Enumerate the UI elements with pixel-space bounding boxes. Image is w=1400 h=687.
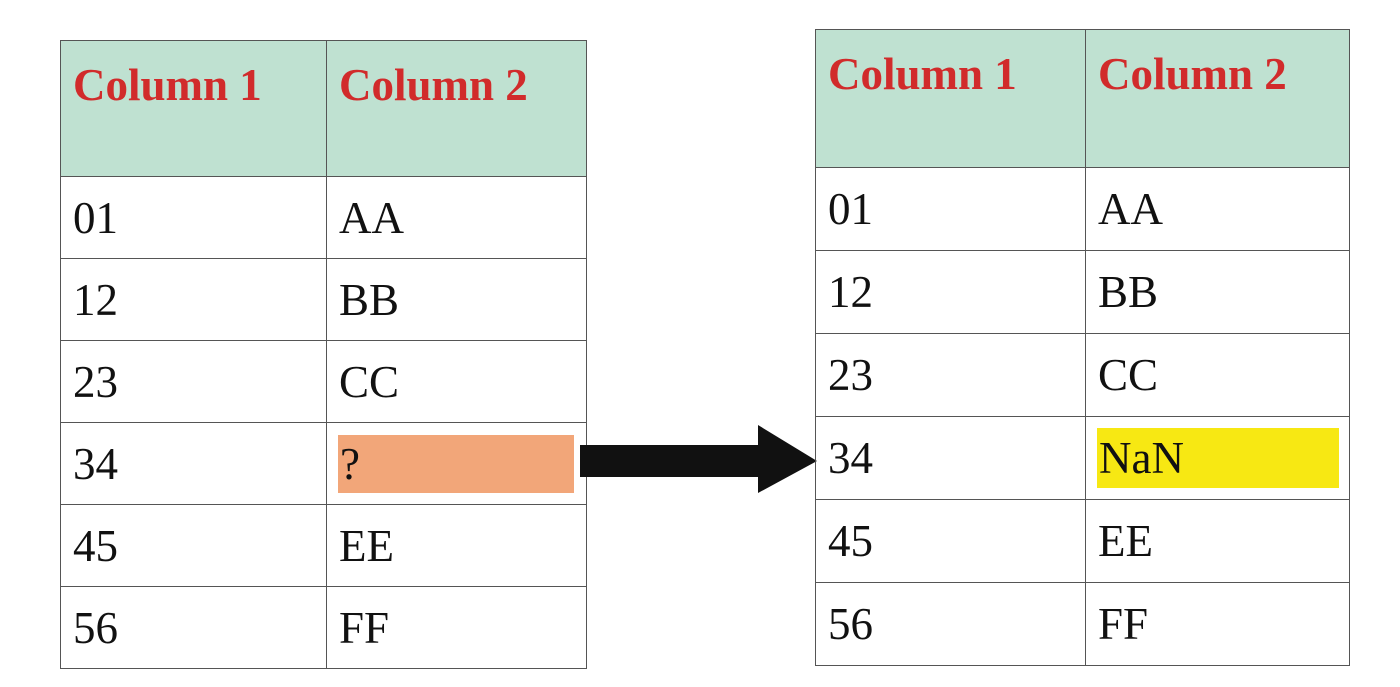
table-row: 45 EE [815,499,1350,583]
table-row: 56 FF [815,582,1350,666]
table-cell: EE [326,504,587,587]
cell-value: 45 [828,516,873,566]
table-cell: 01 [60,176,327,259]
table-cell: 34 [815,416,1086,500]
table-row: 45 EE [60,504,587,587]
table-row-missing: 34 ? [60,422,587,505]
table-cell: BB [1085,250,1350,334]
table-row: 01 AA [815,167,1350,251]
table-cell: AA [326,176,587,259]
table-cell: 56 [60,586,327,669]
cell-value: 34 [73,438,118,489]
table-cell: 01 [815,167,1086,251]
column-header: Column 2 [1085,29,1350,168]
table-cell: FF [1085,582,1350,666]
cell-value: AA [339,192,404,243]
table-row: 56 FF [60,586,587,669]
table-cell: 12 [60,258,327,341]
cell-value: FF [1098,599,1149,649]
table-cell: BB [326,258,587,341]
cell-value: 01 [828,184,873,234]
column-header: Column 2 [326,40,587,177]
column-header: Column 1 [815,29,1086,168]
cell-value: FF [339,602,390,653]
table-cell: FF [326,586,587,669]
result-table: Column 1 Column 2 01 AA 12 BB 23 CC 34 N… [815,29,1350,666]
cell-value: EE [1098,516,1153,566]
table-row: 23 CC [60,340,587,423]
cell-value: BB [339,274,400,325]
cell-value: 12 [828,267,873,317]
cell-value: 45 [73,520,118,571]
cell-value: 34 [828,433,873,483]
source-table: Column 1 Column 2 01 AA 12 BB 23 CC 34 ?… [60,40,587,669]
cell-value: 56 [73,602,118,653]
cell-value: 23 [73,356,118,407]
table-cell: EE [1085,499,1350,583]
nan-value-text: NaN [1099,433,1184,483]
cell-value: EE [339,520,394,571]
table-cell: CC [326,340,587,423]
table-cell: 34 [60,422,327,505]
column-header-label: Column 1 [73,60,262,110]
table-cell: AA [1085,167,1350,251]
arrow-shape [580,425,817,493]
column-header-label: Column 2 [1098,49,1287,99]
table-cell: 56 [815,582,1086,666]
missing-value-highlight: ? [338,434,574,493]
table-cell: 12 [815,250,1086,334]
table-row: 23 CC [815,333,1350,417]
cell-value: AA [1098,184,1163,234]
cell-value: BB [1098,267,1159,317]
table-row: 12 BB [815,250,1350,334]
table-cell: 23 [60,340,327,423]
cell-value: 01 [73,192,118,243]
header-row: Column 1 Column 2 [815,29,1350,168]
table-cell: 23 [815,333,1086,417]
nan-value-cell: NaN [1085,416,1350,500]
cell-value: CC [339,356,400,407]
missing-value-text: ? [340,438,360,489]
cell-value: 23 [828,350,873,400]
cell-value: 56 [828,599,873,649]
table-row: 01 AA [60,176,587,259]
table-cell: 45 [60,504,327,587]
column-header: Column 1 [60,40,327,177]
header-row: Column 1 Column 2 [60,40,587,177]
cell-value: CC [1098,350,1159,400]
missing-value-cell: ? [326,422,587,505]
table-row: 12 BB [60,258,587,341]
table-row-filled: 34 NaN [815,416,1350,500]
right-arrow-icon [580,425,817,493]
table-cell: 45 [815,499,1086,583]
table-cell: CC [1085,333,1350,417]
column-header-label: Column 2 [339,60,528,110]
column-header-label: Column 1 [828,49,1017,99]
nan-value-highlight: NaN [1097,428,1339,488]
cell-value: 12 [73,274,118,325]
